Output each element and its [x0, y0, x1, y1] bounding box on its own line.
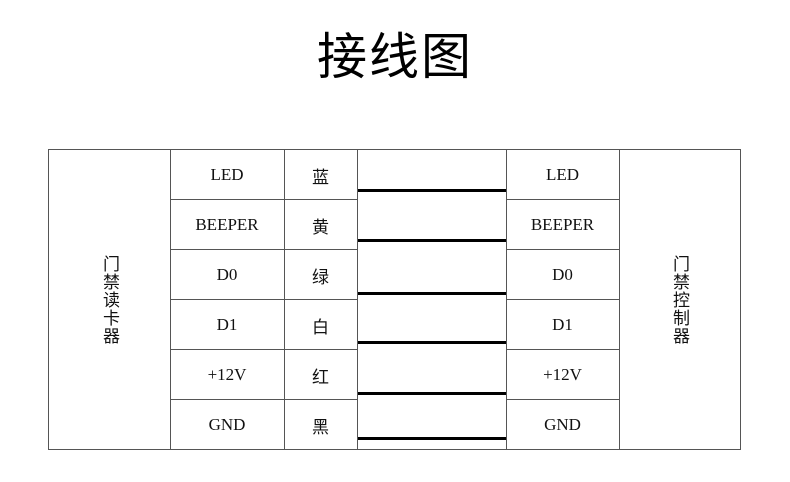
- row-divider: [170, 199, 357, 200]
- signal-cell-right: LED: [545, 165, 580, 184]
- signal-cell: D1: [216, 315, 238, 334]
- wire-line: [358, 392, 506, 395]
- signal-cell-right: GND: [544, 415, 581, 434]
- wire-line: [358, 239, 506, 242]
- row-divider: [170, 299, 357, 300]
- wire-color-cell: 白: [312, 317, 329, 338]
- row-divider: [506, 249, 619, 250]
- signal-cell-right: D0: [552, 265, 573, 284]
- wire-line: [358, 292, 506, 295]
- wire-line: [358, 341, 506, 344]
- wire-color-cell: 黄: [312, 217, 329, 238]
- wire-color-cell: 蓝: [312, 167, 329, 188]
- left-device-text: 门禁读卡器: [99, 254, 119, 345]
- wire-line: [358, 437, 506, 440]
- signal-cell-right: D1: [552, 315, 573, 334]
- right-device-text: 门禁控制器: [669, 254, 689, 345]
- signal-cell: +12V: [207, 365, 247, 384]
- column-divider: [357, 150, 358, 449]
- row-divider: [506, 399, 619, 400]
- left-device-label: 门禁读卡器: [49, 150, 170, 449]
- column-divider: [619, 150, 620, 449]
- signal-cell: BEEPER: [195, 215, 259, 234]
- wire-color-cell: 绿: [312, 267, 329, 288]
- row-divider: [170, 349, 357, 350]
- row-divider: [170, 249, 357, 250]
- right-device-label: 门禁控制器: [619, 150, 740, 449]
- signal-cell: GND: [208, 415, 246, 434]
- wire-line: [358, 189, 506, 192]
- row-divider: [506, 199, 619, 200]
- page-title: 接线图: [317, 28, 473, 86]
- wiring-diagram: 门禁读卡器 门禁控制器 LED 蓝 LED BEEPER 黄 BEEPER D0…: [48, 149, 741, 450]
- row-divider: [506, 349, 619, 350]
- wire-color-cell: 红: [312, 367, 329, 388]
- row-divider: [170, 399, 357, 400]
- signal-cell-right: BEEPER: [530, 215, 595, 234]
- wire-color-cell: 黑: [312, 417, 329, 438]
- signal-cell-right: +12V: [543, 365, 582, 384]
- row-divider: [506, 299, 619, 300]
- signal-cell: D0: [216, 265, 238, 284]
- signal-cell: LED: [210, 165, 244, 184]
